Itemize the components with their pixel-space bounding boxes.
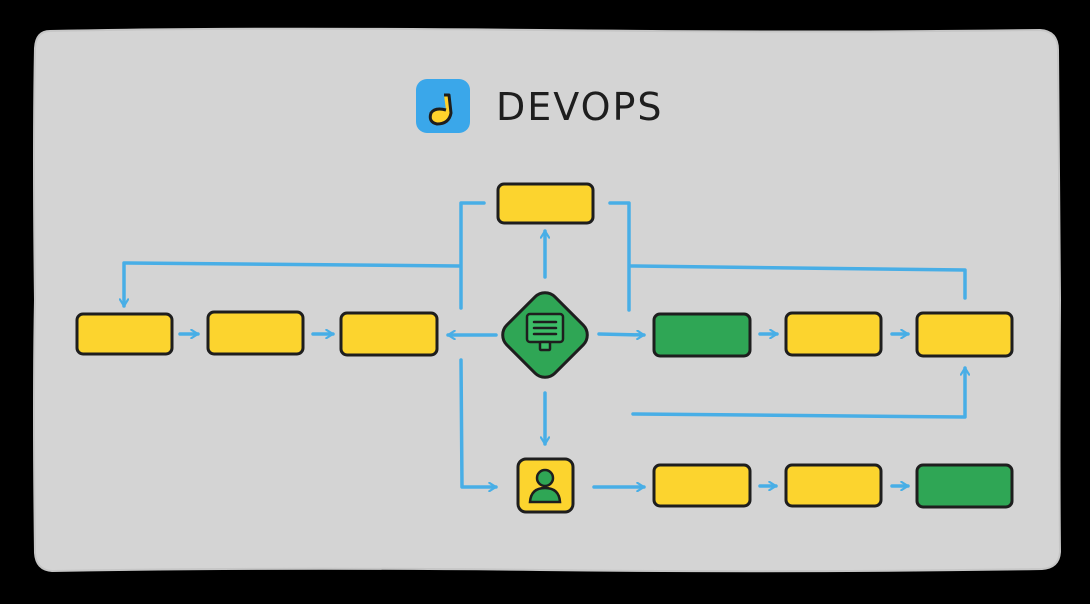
box-bottom-3 (915, 463, 1014, 509)
connectors (124, 201, 967, 487)
hub-node (501, 291, 589, 379)
header: DEVOPS (416, 79, 664, 133)
box-top (496, 182, 595, 225)
box-left-1 (75, 312, 174, 356)
arrow-return-right-3 (631, 366, 965, 419)
box-bottom-2 (784, 463, 883, 508)
arrow-hub-to-right (597, 334, 646, 335)
arrow-bracket-to-user (459, 358, 498, 487)
user-icon (528, 468, 562, 504)
box-bottom-1 (652, 463, 752, 508)
box-left-3 (339, 311, 439, 357)
user-node (516, 457, 575, 514)
line-top-right-feedback (629, 264, 967, 300)
process-boxes (75, 182, 1014, 509)
box-right-1 (652, 312, 752, 358)
page-title: DEVOPS (496, 85, 664, 129)
server-icon (525, 312, 565, 352)
line-top-left-bracket (459, 201, 486, 310)
arrow-feedback-left (124, 261, 461, 308)
box-right-3 (915, 311, 1014, 358)
line-top-right-bracket (608, 201, 631, 312)
box-right-2 (784, 311, 883, 357)
box-left-2 (206, 310, 305, 356)
logo-icon (416, 79, 470, 133)
